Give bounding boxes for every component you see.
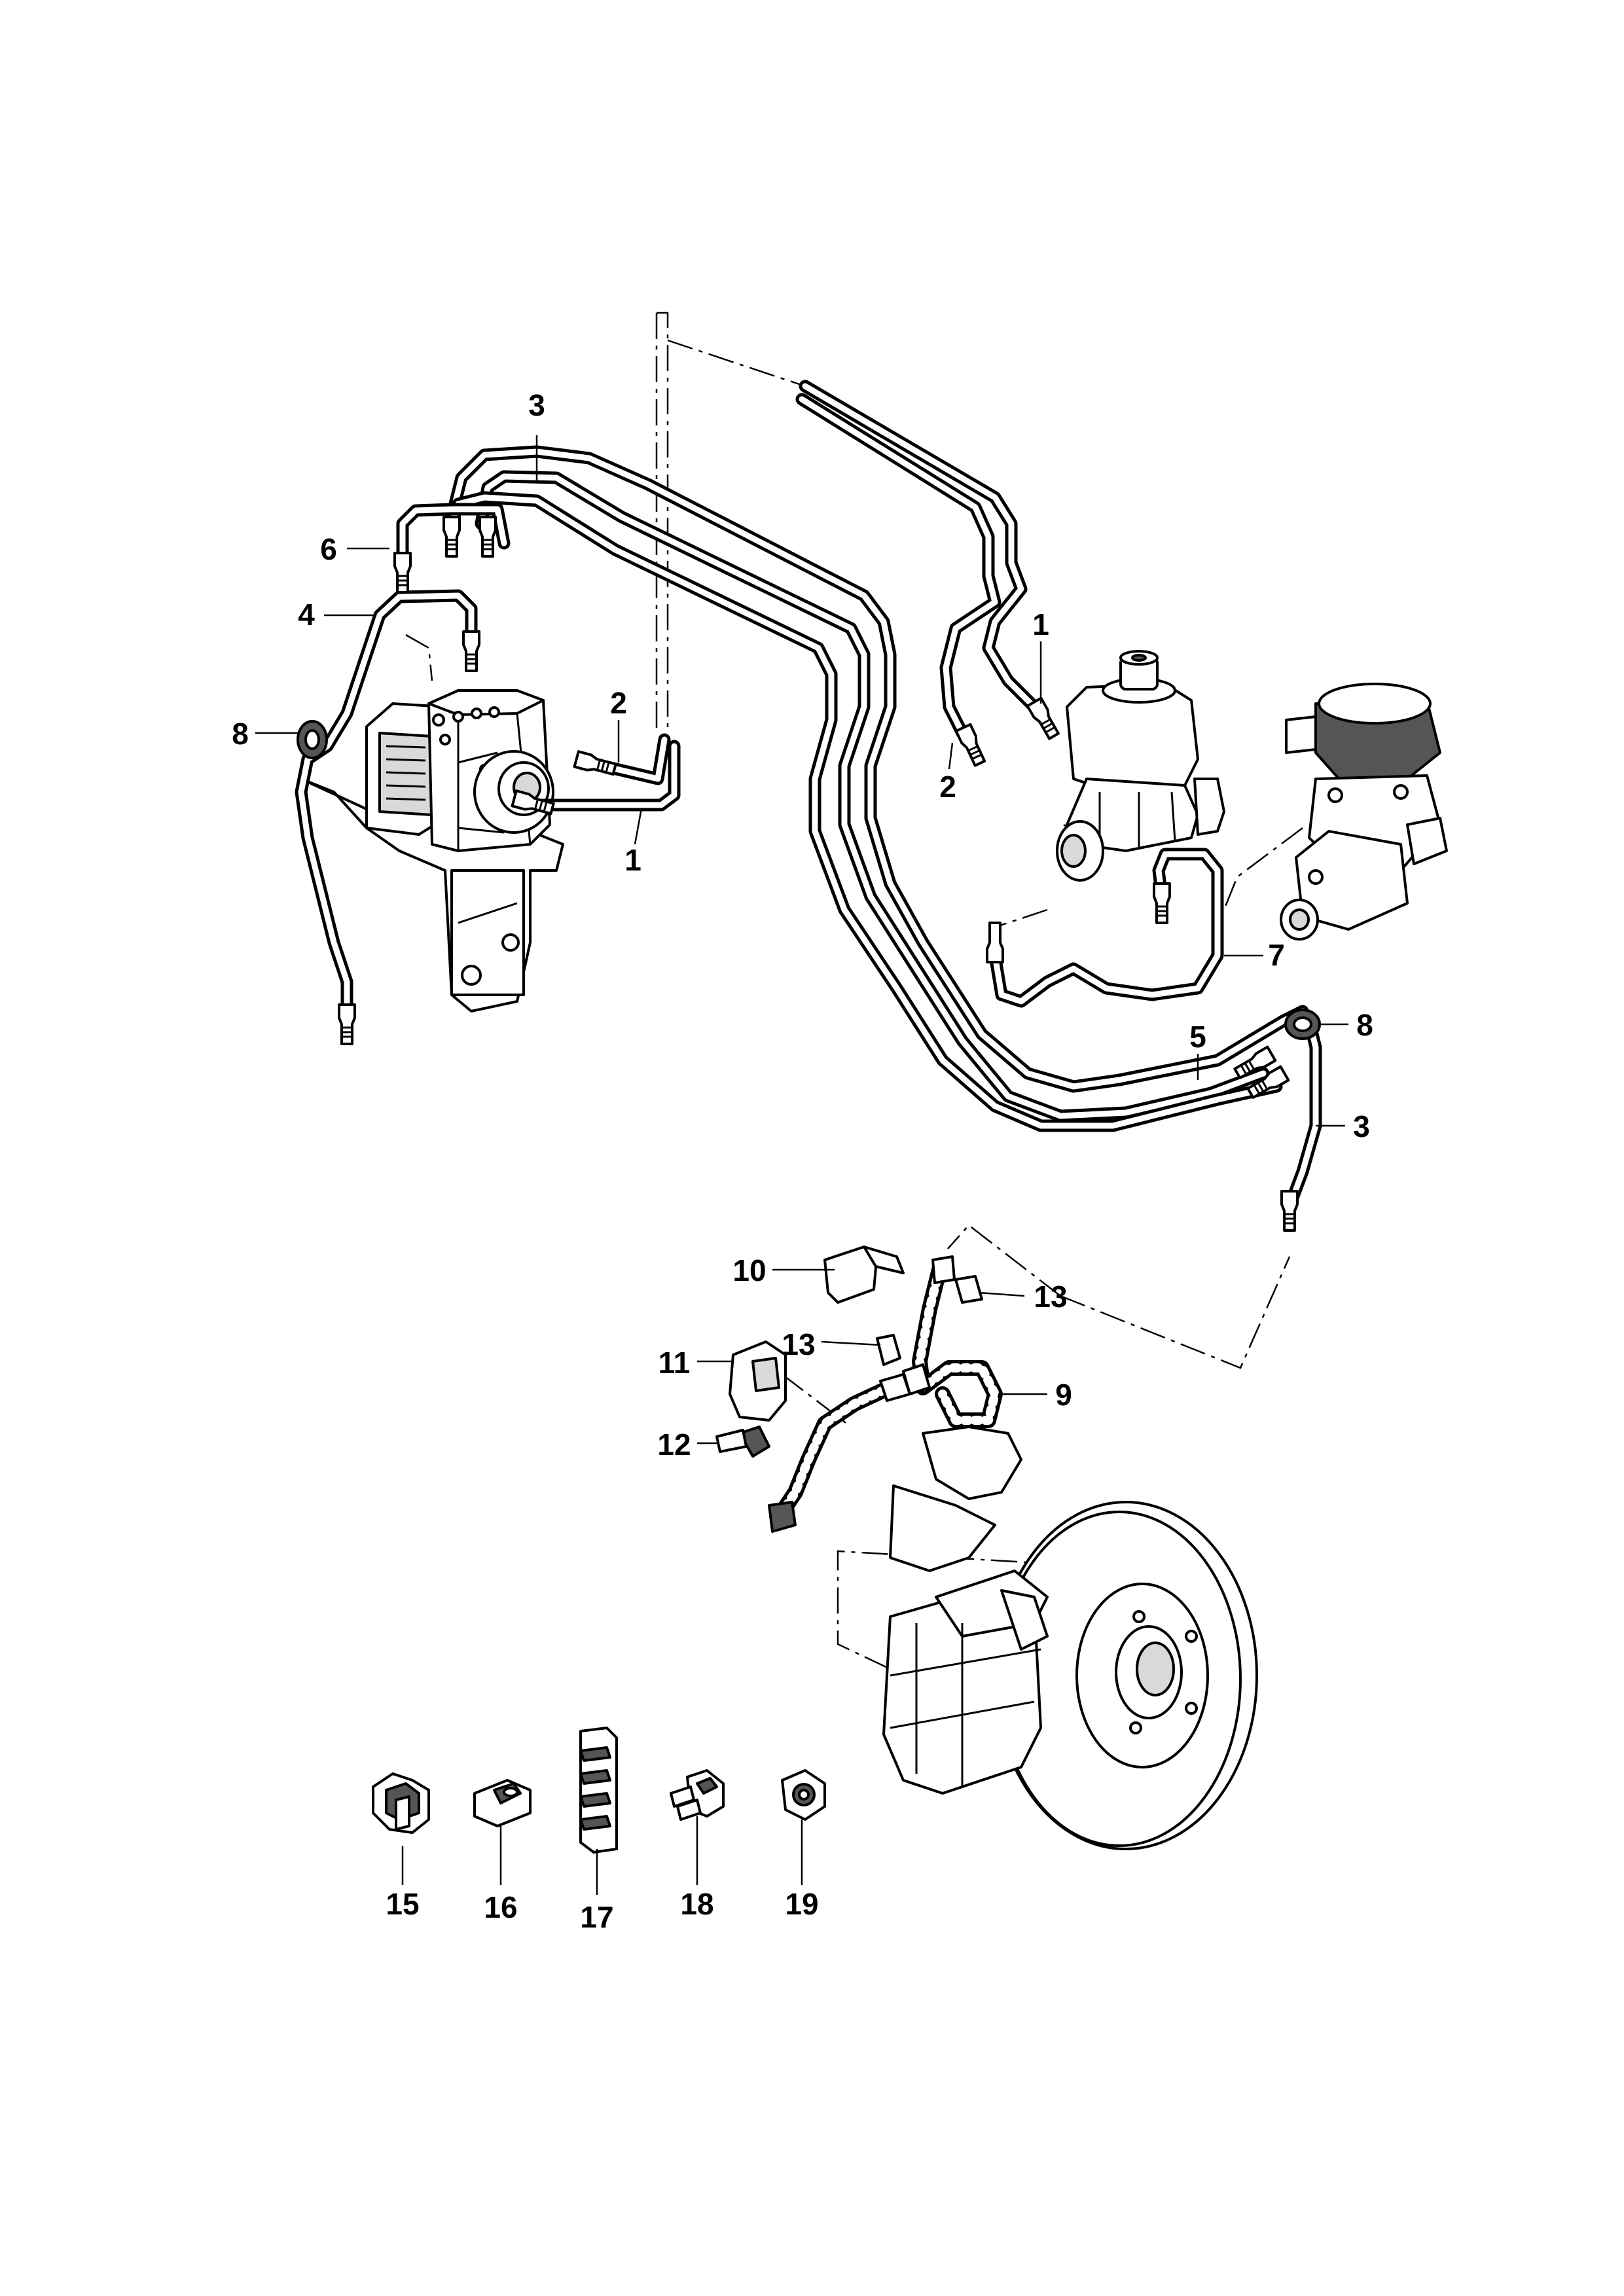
callout-4: 4 [298,598,315,632]
callout-13-right: 13 [1034,1280,1067,1314]
callout-1-right: 1 [1032,607,1049,641]
clip-15 [372,1772,430,1834]
clip-16 [473,1779,532,1827]
callout-1-left: 1 [624,843,641,877]
brake-pipes [295,380,1322,1204]
brake-disc-and-caliper [882,1426,1258,1850]
callout-6: 6 [320,532,337,566]
callout-3-top: 3 [528,388,545,422]
brake-fluid-reservoir [1280,683,1448,941]
callout-8-right: 8 [1356,1008,1373,1042]
callout-5: 5 [1189,1020,1206,1054]
pipe-fittings [338,516,1299,1232]
clip-17 [579,1727,618,1854]
callout-2-left: 2 [610,686,627,720]
callout-9: 9 [1055,1378,1072,1412]
callout-3-right: 3 [1353,1109,1370,1143]
callout-17: 17 [580,1900,613,1934]
master-cylinder [1056,650,1225,882]
callout-2-right: 2 [939,770,956,804]
callout-7: 7 [1268,938,1285,972]
callout-18: 18 [680,1887,713,1921]
callout-11: 11 [659,1346,691,1380]
clip-19 [781,1769,826,1821]
callout-16: 16 [484,1890,517,1924]
callout-labels: 3 6 4 8 2 1 1 2 7 8 5 3 10 13 13 11 9 12… [232,388,1373,1934]
callout-19: 19 [785,1887,818,1921]
callout-8-left: 8 [232,717,249,751]
clip-18 [670,1769,725,1821]
callout-10: 10 [732,1253,766,1287]
callout-12: 12 [657,1427,691,1462]
callout-13-left: 13 [782,1327,815,1361]
pipe-clips [372,1727,826,1854]
leader-lines [255,435,1348,1895]
brake-hose-front [715,1246,1003,1533]
callout-15: 15 [386,1887,419,1921]
abs-hydraulic-unit [300,689,564,1013]
